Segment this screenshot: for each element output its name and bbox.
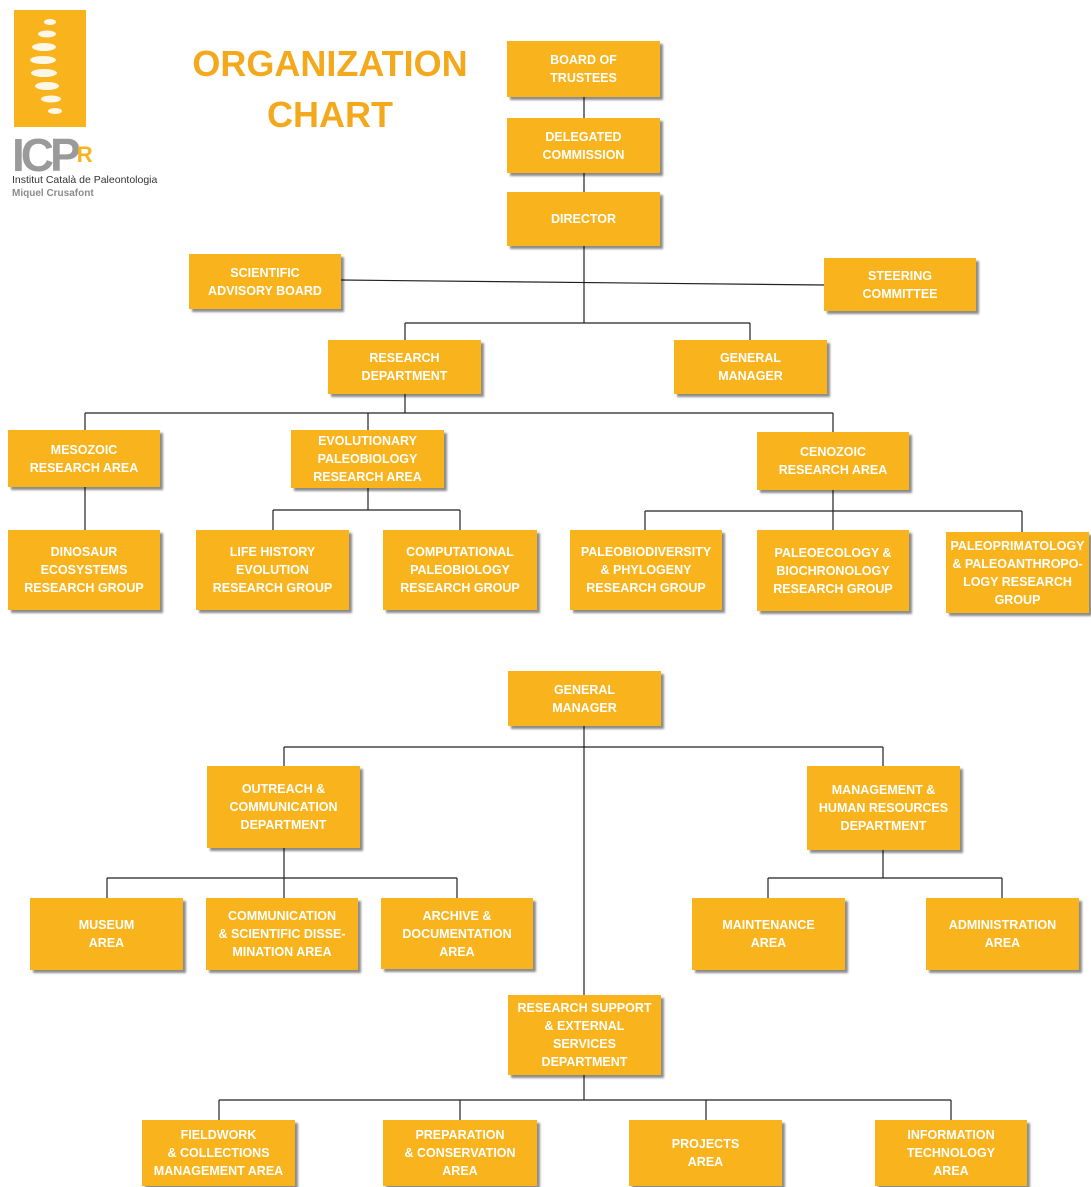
icp-logo: ICPR Institut Català de Paleontologia Mi… [12, 8, 182, 208]
node-life-history-evolution-research-group: LIFE HISTORY EVOLUTION RESEARCH GROUP [196, 530, 349, 610]
connector [340, 279, 825, 286]
node-research-support-external-services-department: RESEARCH SUPPORT & EXTERNAL SERVICES DEP… [508, 995, 661, 1075]
node-management-human-resources-department: MANAGEMENT & HUMAN RESOURCES DEPARTMENT [807, 766, 960, 850]
node-administration-area: ADMINISTRATION AREA [926, 898, 1079, 970]
logo-institution-name: Institut Català de Paleontologia [12, 174, 158, 186]
registered-mark: R [76, 142, 93, 167]
node-communication-scientific-dissemination-area: COMMUNICATION & SCIENTIFIC DISSE- MINATI… [206, 898, 358, 970]
logo-vertebrae-graphic [14, 10, 86, 127]
node-general-manager-top: GENERAL MANAGER [674, 340, 827, 394]
node-paleoprimatology-research-group: PALEOPRIMATOLOGY & PALEOANTHROPO- LOGY R… [946, 532, 1089, 613]
node-evolutionary-paleobiology-research-area: EVOLUTIONARY PALEOBIOLOGY RESEARCH AREA [291, 430, 444, 488]
node-paleoecology-biochronology-research-group: PALEOECOLOGY & BIOCHRONOLOGY RESEARCH GR… [757, 530, 909, 611]
node-fieldwork-collections-management-area: FIELDWORK & COLLECTIONS MANAGEMENT AREA [142, 1120, 295, 1186]
node-research-department: RESEARCH DEPARTMENT [328, 340, 481, 394]
node-dinosaur-ecosystems-research-group: DINOSAUR ECOSYSTEMS RESEARCH GROUP [8, 530, 160, 610]
node-director: DIRECTOR [507, 192, 660, 246]
node-museum-area: MUSEUM AREA [30, 898, 183, 970]
node-maintenance-area: MAINTENANCE AREA [692, 898, 845, 970]
node-mesozoic-research-area: MESOZOIC RESEARCH AREA [8, 430, 160, 487]
node-outreach-communication-department: OUTREACH & COMMUNICATION DEPARTMENT [207, 766, 360, 848]
logo-mark: ICPR [12, 132, 93, 178]
node-board-of-trustees: BOARD OF TRUSTEES [507, 41, 660, 97]
node-computational-paleobiology-research-group: COMPUTATIONAL PALEOBIOLOGY RESEARCH GROU… [383, 530, 537, 610]
node-general-manager-bottom: GENERAL MANAGER [508, 671, 661, 726]
spine-icon [30, 19, 62, 114]
node-scientific-advisory-board: SCIENTIFIC ADVISORY BOARD [189, 254, 341, 309]
node-archive-documentation-area: ARCHIVE & DOCUMENTATION AREA [381, 898, 533, 969]
node-projects-area: PROJECTS AREA [629, 1120, 782, 1186]
node-paleobiodiversity-phylogeny-research-group: PALEOBIODIVERSITY & PHYLOGENY RESEARCH G… [570, 530, 722, 610]
node-delegated-commission: DELEGATED COMMISSION [507, 118, 660, 173]
node-preparation-conservation-area: PREPARATION & CONSERVATION AREA [383, 1120, 537, 1186]
logo-institution-subtitle: Miquel Crusafont [12, 188, 94, 199]
node-cenozoic-research-area: CENOZOIC RESEARCH AREA [757, 432, 909, 490]
logo-mark-text: ICP [12, 129, 81, 181]
node-information-technology-area: INFORMATION TECHNOLOGY AREA [875, 1120, 1027, 1186]
node-steering-committee: STEERING COMMITTEE [824, 258, 976, 311]
page-title: ORGANIZATION CHART [192, 43, 468, 135]
